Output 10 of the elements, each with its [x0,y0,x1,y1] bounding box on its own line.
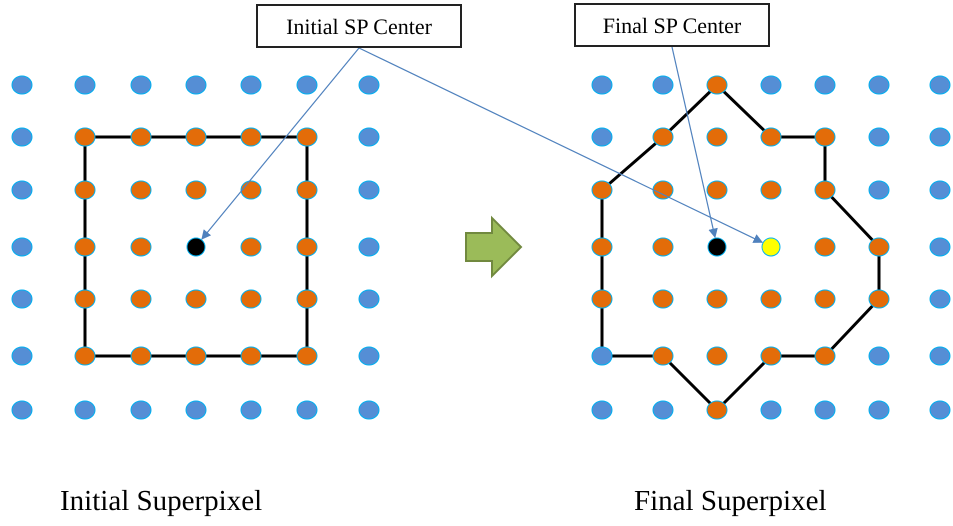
center-dot [708,238,726,256]
leader-line [671,46,718,238]
panel-caption: Final Superpixel [634,484,827,519]
callout-box: Final SP Center [574,3,770,47]
center-dot [186,238,206,256]
leader-line [201,48,360,240]
panel-caption: Initial Superpixel [60,484,262,519]
leader-line [358,47,764,243]
callout-box: Initial SP Center [256,4,462,48]
center-dot [762,238,780,256]
